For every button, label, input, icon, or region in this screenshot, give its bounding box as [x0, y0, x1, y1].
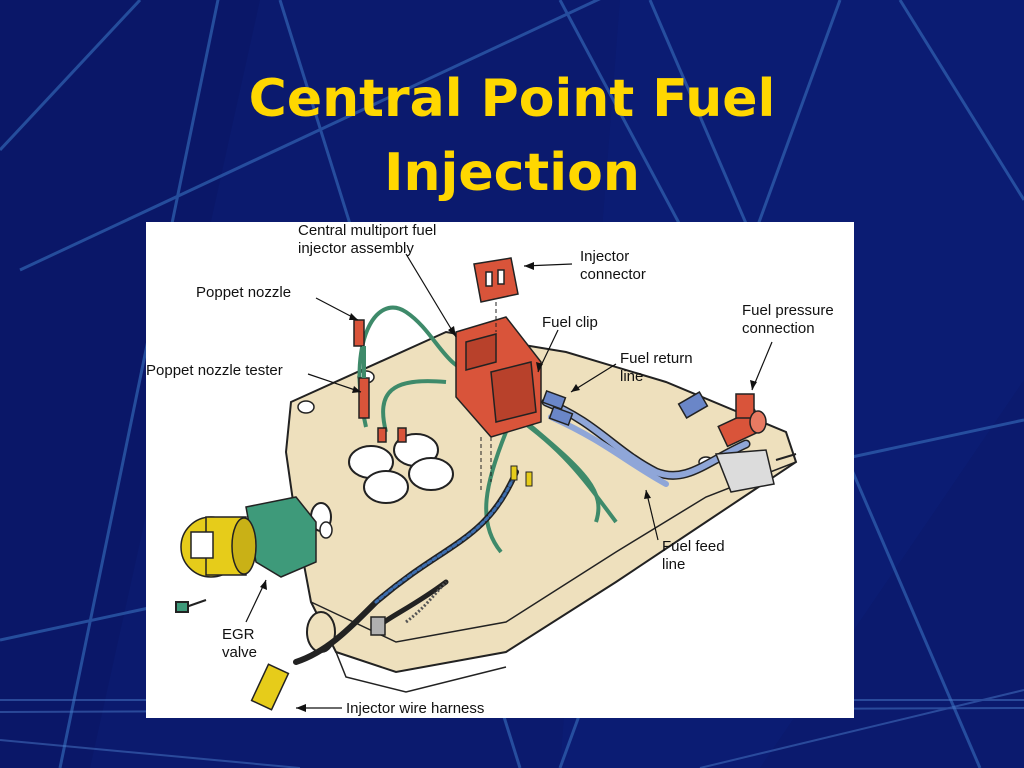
central-injector-assembly	[455, 316, 542, 438]
fuel-pressure-connection	[717, 393, 767, 448]
nozzle-fuel-tubes	[357, 305, 618, 554]
label-egr-valve: EGR valve	[222, 626, 258, 661]
title-line-2: Injection	[384, 143, 640, 203]
leader-arrowheads	[260, 262, 757, 712]
title-line-1: Central Point Fuel	[248, 69, 776, 129]
fuel-line-fittings	[541, 389, 709, 427]
label-wire-harness: Injector wire harness	[346, 700, 485, 717]
mounting-bracket	[714, 449, 775, 493]
egr-bolt	[175, 599, 207, 613]
harness-connector	[250, 616, 386, 711]
egr-valve	[180, 496, 317, 578]
injector-connector	[473, 257, 519, 303]
diagram-illustration	[175, 253, 798, 712]
slide-title: Central Point Fuel Injection	[0, 62, 1024, 210]
label-fuel-pressure: Fuel pressure connection	[742, 302, 834, 337]
fuel-injection-diagram: Central multiport fuel injector assembly…	[146, 222, 854, 718]
label-poppet-tester: Poppet nozzle tester	[146, 362, 283, 379]
label-injector-connector: Injector connector	[580, 248, 646, 283]
label-central-injector: Central multiport fuel injector assembly	[298, 222, 437, 257]
label-fuel-clip: Fuel clip	[542, 314, 598, 331]
label-poppet-nozzle: Poppet nozzle	[196, 284, 292, 301]
label-fuel-feed: Fuel feed line	[662, 538, 725, 573]
poppet-nozzle	[353, 319, 407, 443]
label-fuel-return: Fuel return line	[620, 350, 693, 385]
harness-terminals	[510, 465, 533, 487]
